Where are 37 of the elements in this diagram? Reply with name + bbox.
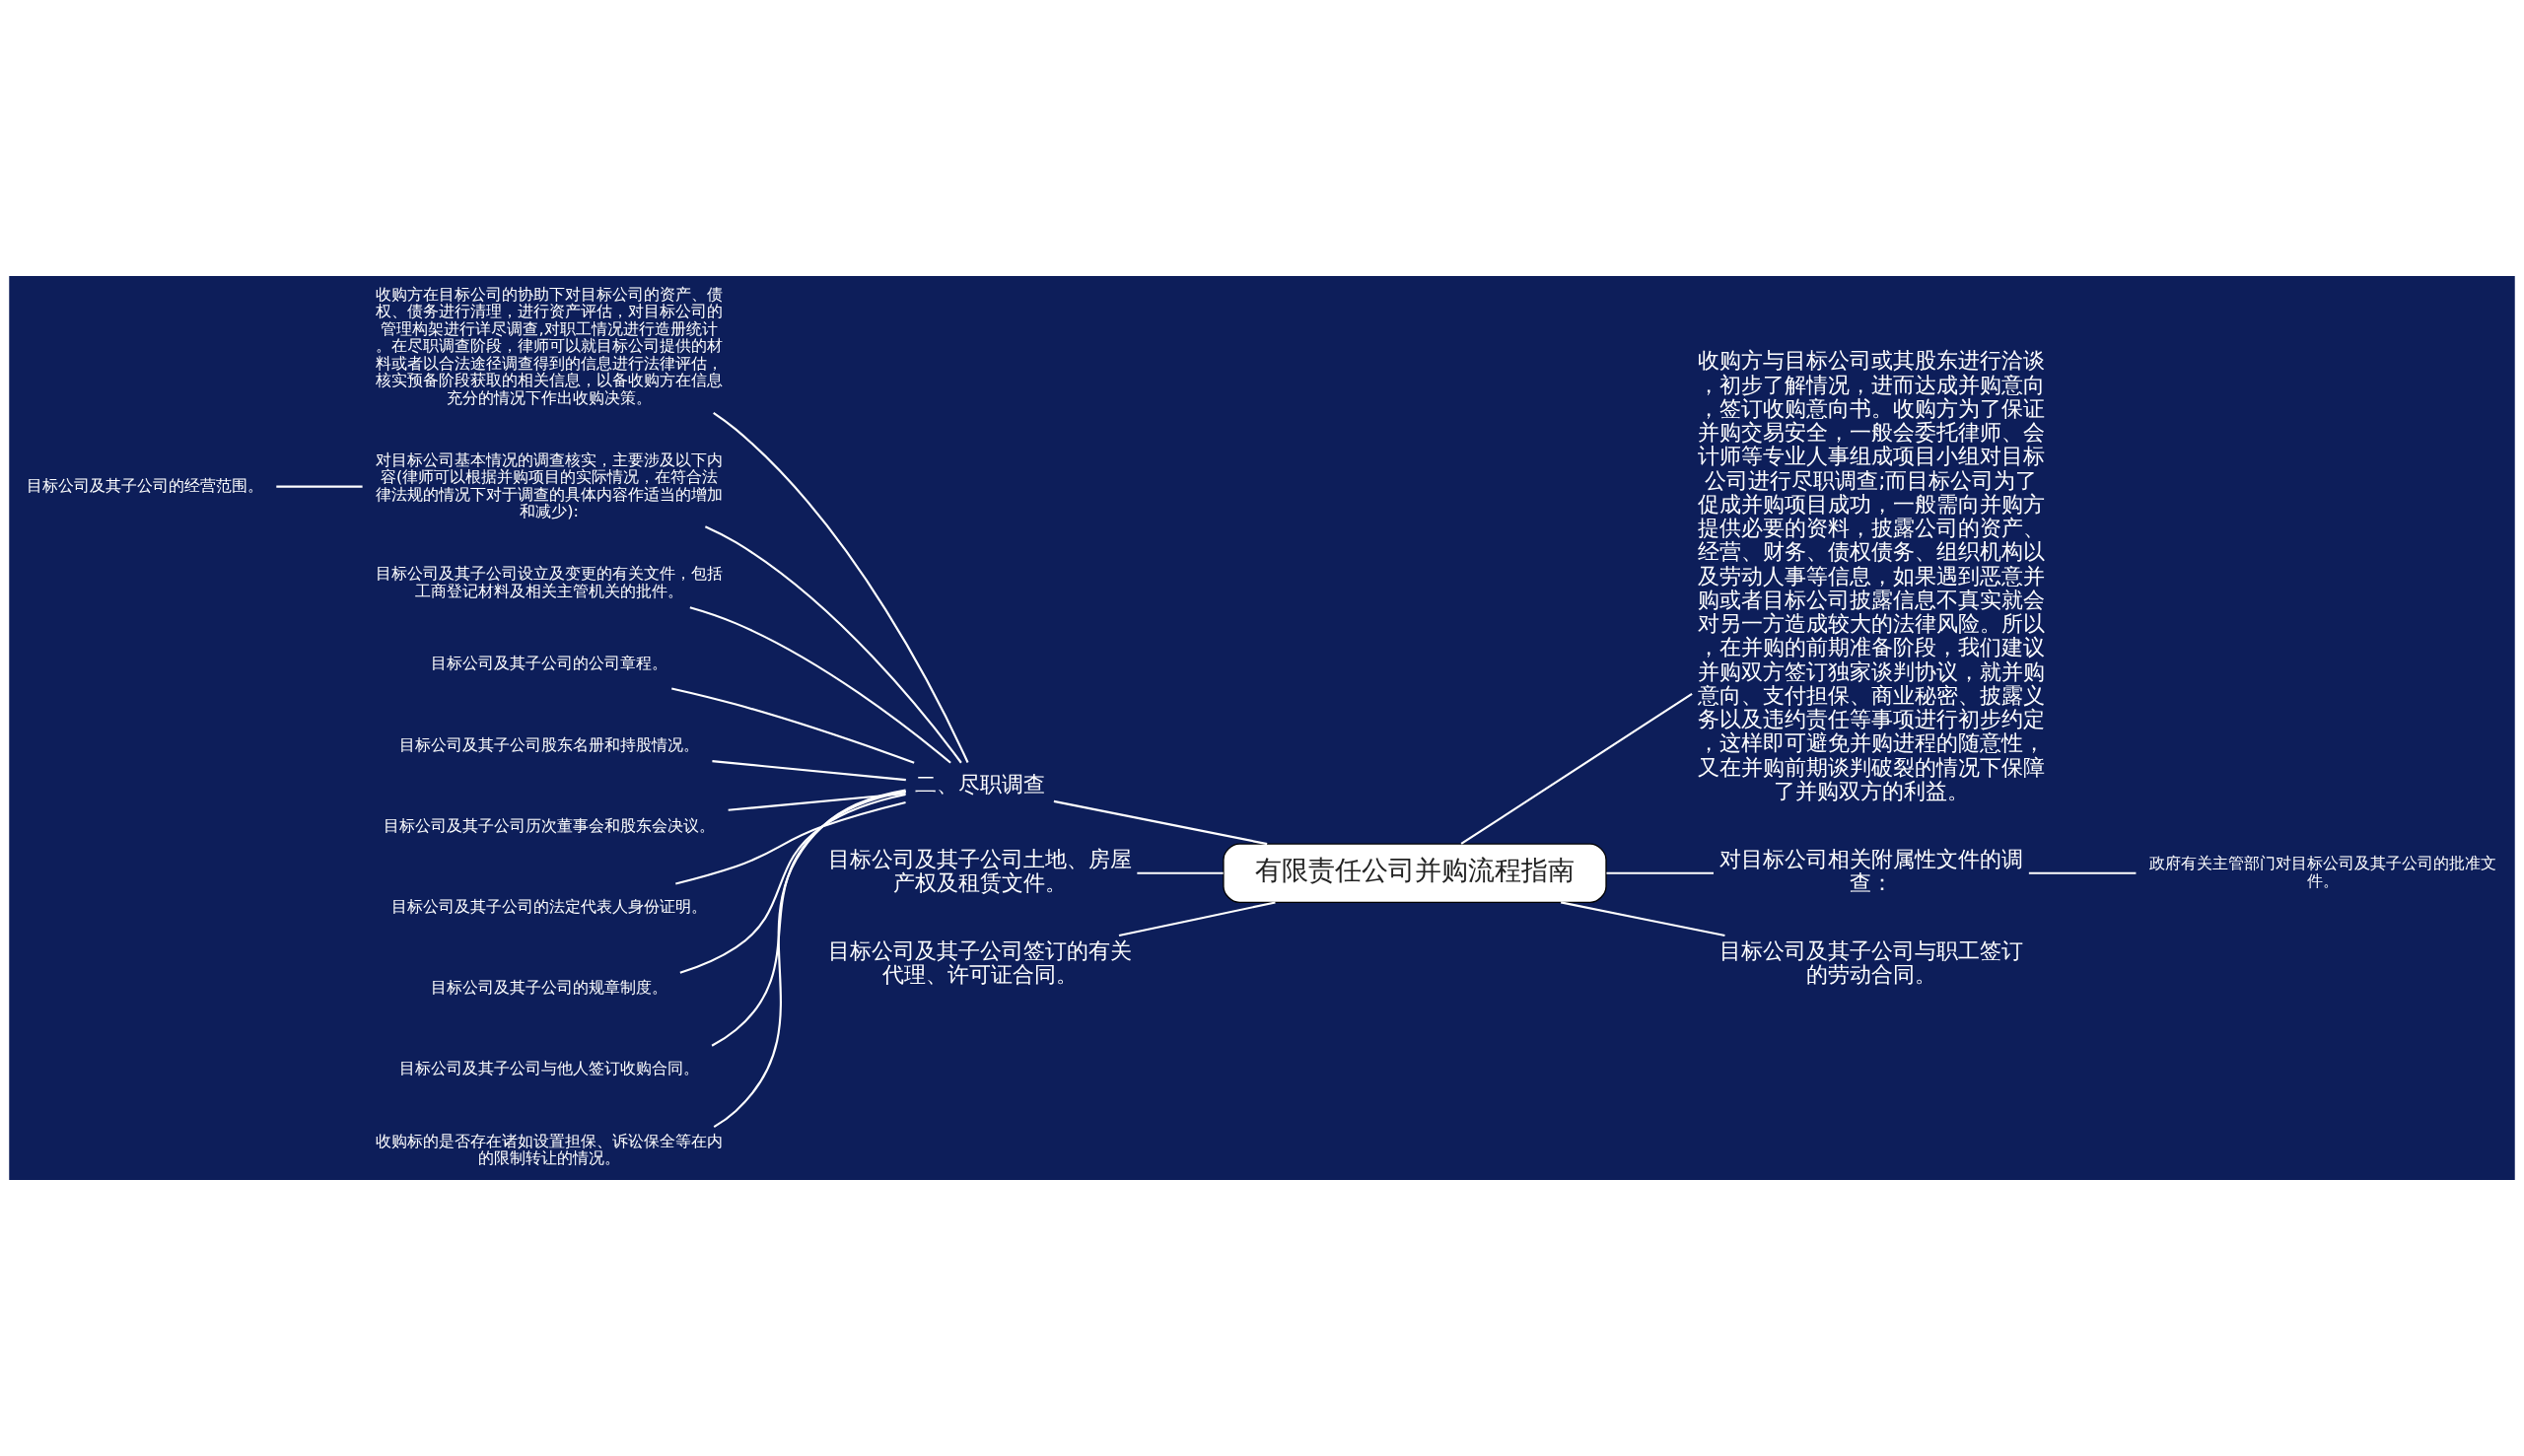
connector	[728, 792, 906, 811]
node-text: 收购方与目标公司或其股东进行洽谈，初步了解情况，进而达成并购意向，签订收购意向书。收购方为了保证并购交易安全，一般会委托律师、会计师等专业人事组成项目小组对目标公司进行尽职调查;而目标公司为了促成并购项目成功，一般需向并购方提供必要的资料，披露公司的资产、经营、财务、债权债务、组织机构以及劳动人事等信息，如果遇到恶意并购或者目标公司披露信息不真实就会对另一方造成较大的法律风险。所以，在并购的前期准备阶段，我们建议并购双方签订独家谈判协议，就并购意向、支付担保、商业秘密、披露义务以及违约责任等事项进行初步约定，这样即可避免并购进程的随意性，又在并购前期谈判破裂的情况下保障了并购双方的利益。	[1697, 348, 2045, 803]
node-text: 目标公司及其子公司签订的有关代理、许可证合同。	[827, 937, 1132, 987]
node-text: 对目标公司基本情况的调查核实，主要涉及以下内容(律师可以根据并购项目的实际情况，在符合法律法规的情况下对于调查的具体内容作适当的增加和减少):	[376, 450, 724, 521]
node-text: 目标公司及其子公司设立及变更的有关文件，包括工商登记材料及相关主管机关的批件。	[376, 564, 724, 600]
node-text: 目标公司及其子公司历次董事会和股东会决议。	[384, 815, 716, 835]
connector	[679, 793, 906, 974]
node-text: 对目标公司相关附属性文件的调查：	[1718, 846, 2023, 895]
connector	[2028, 871, 2137, 874]
connector	[1137, 871, 1224, 874]
connector	[1560, 901, 1725, 937]
node-text: 目标公司及其子公司的规章制度。	[431, 978, 668, 998]
node-text: 目标公司及其子公司的经营范围。	[27, 475, 264, 495]
node-text: 二、尽职调查	[914, 772, 1045, 797]
connector	[671, 687, 915, 764]
connector	[1053, 799, 1268, 846]
node-text: 目标公司及其子公司与他人签订收购合同。	[399, 1059, 700, 1078]
node-text: 收购标的是否存在诸如设置担保、诉讼保全等在内的限制转让的情况。	[376, 1131, 724, 1168]
connector	[713, 789, 906, 1128]
connector	[689, 606, 951, 764]
node-text: 目标公司及其子公司与职工签订的劳动合同。	[1718, 937, 2023, 987]
connector	[704, 525, 962, 764]
node-text: 目标公司及其子公司的公司章程。	[431, 654, 668, 673]
connector	[675, 800, 906, 885]
connector	[712, 760, 906, 782]
node-box: 有限责任公司并购流程指南	[1223, 843, 1607, 904]
connector	[1118, 901, 1276, 937]
node-text: 目标公司及其子公司土地、房屋产权及租赁文件。	[827, 846, 1132, 895]
connector	[711, 790, 907, 1047]
node-text: 收购方在目标公司的协助下对目标公司的资产、债权、债务进行清理，进行资产评估，对目标公司的管理构架进行详尽调查,对职工情况进行造册统计。在尽职调查阶段，律师可以就目标公司提供的材料或者以合法途径调查得到的信息进行法律评估，核实预备阶段获取的相关信息，以备收购方在信息充分的情况下作出收购决策。	[376, 284, 724, 407]
node-text: 目标公司及其子公司的法定代表人身份证明。	[391, 896, 708, 916]
connector	[713, 411, 969, 763]
node-text: 目标公司及其子公司股东名册和持股情况。	[399, 734, 700, 754]
connector	[276, 485, 363, 488]
node-text: 政府有关主管部门对目标公司及其子公司的批准文件。	[2149, 854, 2497, 890]
connector	[1606, 871, 1714, 874]
connector	[1460, 692, 1693, 845]
